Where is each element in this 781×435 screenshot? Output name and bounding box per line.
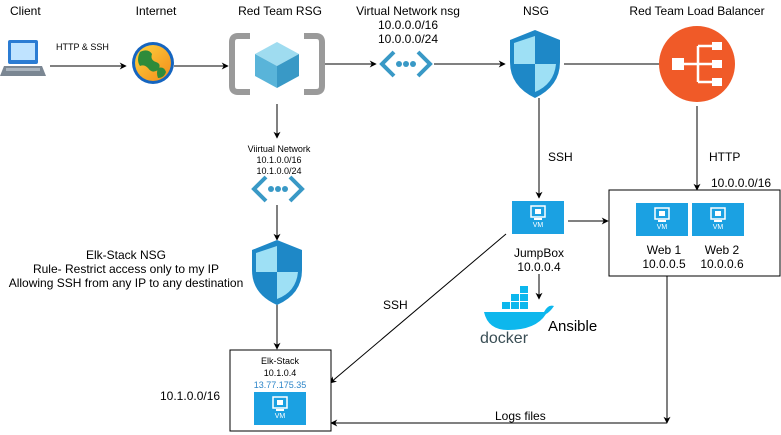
docker-label: docker <box>480 330 529 347</box>
elk-nsg-rule: Rule- Restrict access only to my IP <box>32 262 220 276</box>
elk-subnet-label: 10.1.0.0/16 <box>160 389 221 403</box>
laptop-icon <box>0 40 46 76</box>
vm-tile-jumpbox <box>512 201 564 234</box>
resource-group-icon <box>229 33 325 95</box>
vm-caption-web1: VM <box>656 224 668 231</box>
vnet-nsg-ip2: 10.0.0.0/24 <box>377 32 439 46</box>
elk-ip: 10.1.0.4 <box>263 368 297 378</box>
vnet2-ip2: 10.1.0.0/24 <box>256 166 302 176</box>
vnet2-label: Viirtual Network <box>247 144 311 154</box>
vm-tile-web1 <box>636 203 688 236</box>
edge-label-ssh-nsg: SSH <box>548 150 573 164</box>
nsg-label: NSG <box>522 4 550 18</box>
internet-label: Internet <box>135 4 177 18</box>
web2-ip: 10.0.0.6 <box>700 257 744 271</box>
client-label: Client <box>10 4 41 18</box>
nsg-shield-icon <box>510 30 560 98</box>
docker-whale-icon <box>484 286 554 330</box>
load-balancer-icon <box>659 26 735 102</box>
web1-label: Web 1 <box>646 243 682 257</box>
edge-jumpbox-elk <box>329 233 507 384</box>
elk-public-ip: 13.77.175.35 <box>253 380 307 390</box>
vm-tile-web2 <box>692 203 744 236</box>
globe-icon <box>132 42 174 84</box>
web1-ip: 10.0.0.5 <box>642 257 686 271</box>
elk-nsg-allow: Allowing SSH from any IP to any destinat… <box>8 276 244 290</box>
virtual-network-icon <box>379 50 433 78</box>
edge-label-ssh-elk: SSH <box>383 298 408 312</box>
load-balancer-label: Red Team Load Balancer <box>629 4 765 18</box>
rsg-label: Red Team RSG <box>238 4 322 18</box>
elk-label: Elk-Stack <box>260 356 300 366</box>
elk-nsg-shield-icon <box>252 240 302 305</box>
vm-caption-web2: VM <box>712 224 724 231</box>
vm-caption-elk: VM <box>274 413 286 420</box>
jumpbox-label: JumpBox <box>513 246 565 260</box>
edge-label-http-ssh: HTTP & SSH <box>56 42 109 52</box>
connectors <box>50 60 701 427</box>
vm-caption-jumpbox: VM <box>532 222 544 229</box>
vnet-nsg-ip1: 10.0.0.0/16 <box>377 18 439 32</box>
virtual-network-icon-2 <box>251 175 305 203</box>
web-group-cidr: 10.0.0.0/16 <box>711 176 772 190</box>
ansible-label: Ansible <box>548 318 598 335</box>
edge-label-logs: Logs files <box>495 409 546 423</box>
vnet2-ip1: 10.1.0.0/16 <box>256 155 302 165</box>
elk-nsg-title: Elk-Stack NSG <box>85 248 167 262</box>
jumpbox-ip: 10.0.0.4 <box>517 260 561 274</box>
web2-label: Web 2 <box>704 243 740 257</box>
edge-label-http-lb: HTTP <box>709 150 741 164</box>
vm-tile-elk <box>254 392 306 425</box>
vnet-nsg-label: Virtual Network nsg <box>356 4 460 18</box>
